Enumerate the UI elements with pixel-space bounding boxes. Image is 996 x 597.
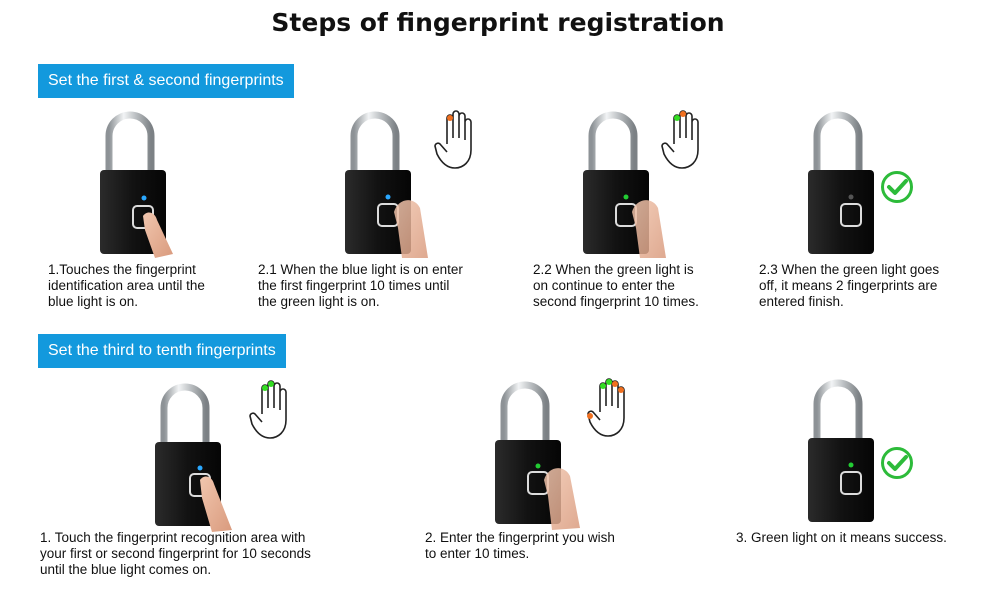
- padlock-icon: [495, 381, 580, 530]
- padlock-icon: [100, 111, 173, 258]
- check-circle-icon: [881, 171, 913, 203]
- step-text: 2.2 When the green light is on continue …: [533, 262, 699, 309]
- section2-banner: Set the third to tenth fingerprints: [38, 334, 286, 368]
- finger-press-icon: [143, 212, 173, 258]
- section1-banner: Set the first & second fingerprints: [38, 64, 294, 98]
- page-title: Steps of fingerprint registration: [271, 8, 725, 37]
- hand-icon: [587, 378, 625, 437]
- finger-press-icon: [394, 200, 428, 258]
- step-text: 2.1 When the blue light is on enter the …: [258, 262, 463, 309]
- padlock-icon: [345, 111, 428, 258]
- step-text: 2. Enter the fingerprint you wish to ent…: [425, 530, 615, 561]
- check-circle-icon: [881, 447, 913, 479]
- hand-icon: [434, 110, 472, 169]
- step-text: 1.Touches the fingerprint identification…: [48, 262, 205, 309]
- padlock-icon: [155, 383, 232, 532]
- step-text: 2.3 When the green light goes off, it me…: [759, 262, 940, 309]
- hand-icon: [661, 110, 699, 169]
- finger-press-icon: [200, 476, 232, 532]
- finger-press-icon: [632, 200, 666, 258]
- padlock-icon: [808, 111, 874, 254]
- padlock-icon: [808, 379, 874, 522]
- step-text: 1. Touch the fingerprint recognition are…: [40, 530, 311, 577]
- finger-press-icon: [544, 468, 580, 530]
- step-text: 3. Green light on it means success.: [736, 530, 947, 545]
- padlock-icon: [583, 111, 666, 258]
- hand-icon: [249, 380, 287, 439]
